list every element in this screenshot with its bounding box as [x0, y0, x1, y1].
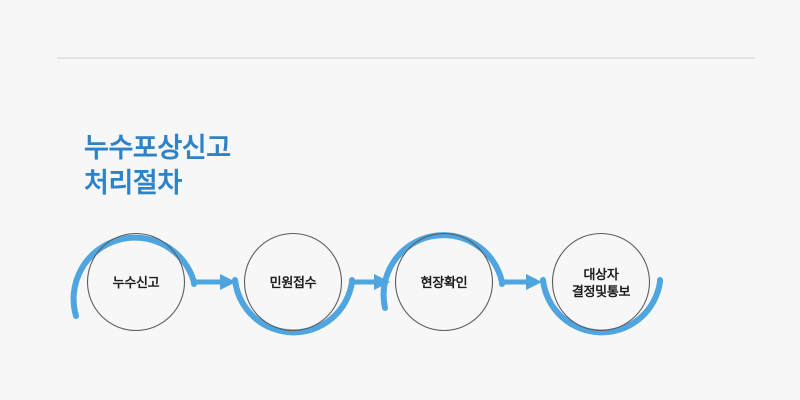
step-3-arc-top	[380, 232, 505, 311]
step-4-label-line-1: 대상자	[584, 267, 619, 282]
page-title-line-2: 처리절차	[84, 167, 182, 198]
step-2-arc-bottom	[232, 277, 355, 336]
step-2-circle	[243, 232, 343, 332]
step-1-arc-top	[70, 234, 197, 319]
process-flow-diagram: 누수신고 민원접수 현장확인	[70, 232, 663, 336]
flow-connector-1	[196, 274, 236, 290]
flow-step-1[interactable]: 누수신고	[70, 232, 197, 332]
flow-connector-3	[503, 274, 542, 290]
step-4-arc-bottom	[540, 277, 663, 336]
page-title-line-1: 누수포상신고	[84, 133, 231, 163]
step-4-circle	[551, 232, 651, 332]
step-4-label-line-2: 결정및통보	[572, 284, 631, 299]
flow-step-3[interactable]: 현장확인	[380, 232, 505, 332]
step-3-label: 현장확인	[421, 275, 468, 290]
page-title: 누수포상신고 처리절차	[84, 131, 404, 200]
connector-1-arrowhead	[220, 274, 236, 290]
step-3-circle	[394, 232, 494, 332]
flow-step-2[interactable]: 민원접수	[232, 232, 355, 336]
header-divider	[57, 57, 755, 59]
step-1-label: 누수신고	[113, 275, 160, 290]
flow-step-4[interactable]: 대상자 결정및통보	[540, 232, 663, 336]
step-1-circle	[86, 232, 186, 332]
connector-3-arrowhead	[526, 274, 542, 290]
step-2-label: 민원접수	[270, 275, 317, 290]
